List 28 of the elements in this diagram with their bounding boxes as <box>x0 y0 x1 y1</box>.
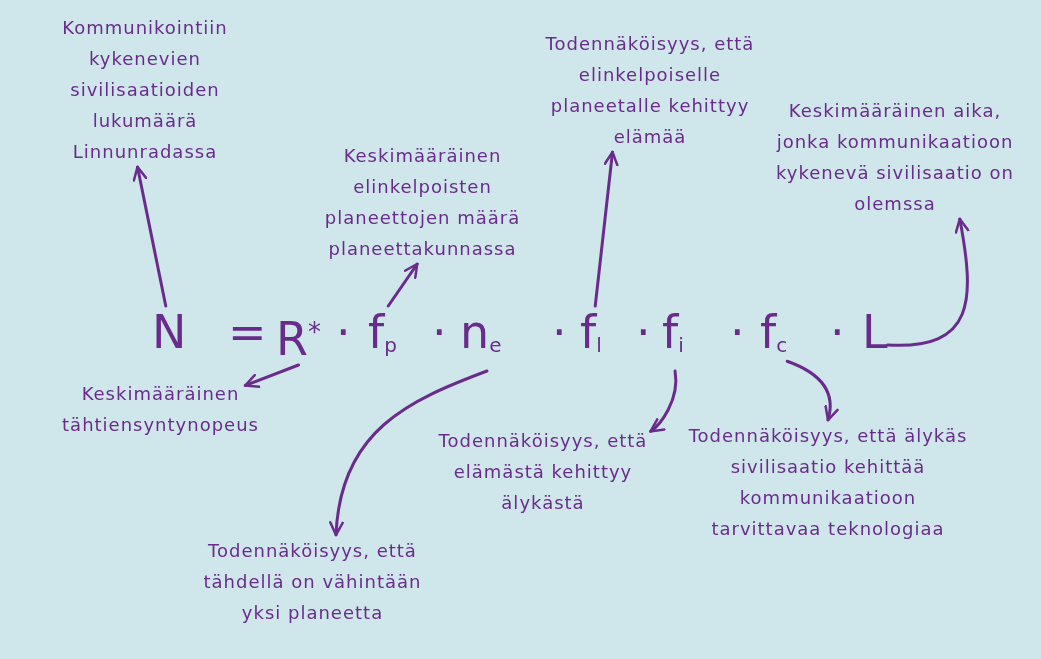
multiplication-dot: · <box>730 306 745 358</box>
arrow <box>132 165 168 308</box>
arrow <box>785 359 839 422</box>
equation-term: N <box>152 306 187 358</box>
multiplication-dot: · <box>830 306 845 358</box>
equation-term: f$_{p}$ <box>368 306 397 371</box>
multiplication-dot: · <box>336 306 351 358</box>
equation-term: f$_{i}$ <box>662 306 684 371</box>
multiplication-dot: · <box>432 306 447 358</box>
equation-term: n$_{e}$ <box>460 306 502 371</box>
multiplication-dot: · <box>552 306 567 358</box>
description-text: Keskimääräinen tähtiensyntynopeus <box>28 378 293 440</box>
arrow <box>886 217 970 347</box>
arrow <box>329 369 489 537</box>
equation-term: L <box>862 306 888 358</box>
arrow <box>243 363 300 389</box>
description-text: Kommunikointiin kykenevien sivilisaatioiden lukumäärä Linnunradassa <box>20 12 270 167</box>
description-text: Todennäköisyys, että elämästä kehittyy älykästä <box>418 425 668 518</box>
equation-term: f$_{l}$ <box>580 306 602 371</box>
description-text: Todennäköisyys, että älykäs sivilisaatio kehittää kommunikaatioon tarvittavaa teknologiaa <box>688 420 968 544</box>
multiplication-dot: · <box>636 306 651 358</box>
equals-sign: = <box>228 306 267 358</box>
arrow <box>593 150 619 308</box>
equation-term: f$_{c}$ <box>760 306 788 371</box>
equation-term: R$^{*}$ <box>276 306 321 365</box>
description-text: Todennäköisyys, että tähdellä on vähintään yksi planeetta <box>195 535 430 628</box>
arrow <box>386 262 419 308</box>
arrow <box>649 369 678 433</box>
